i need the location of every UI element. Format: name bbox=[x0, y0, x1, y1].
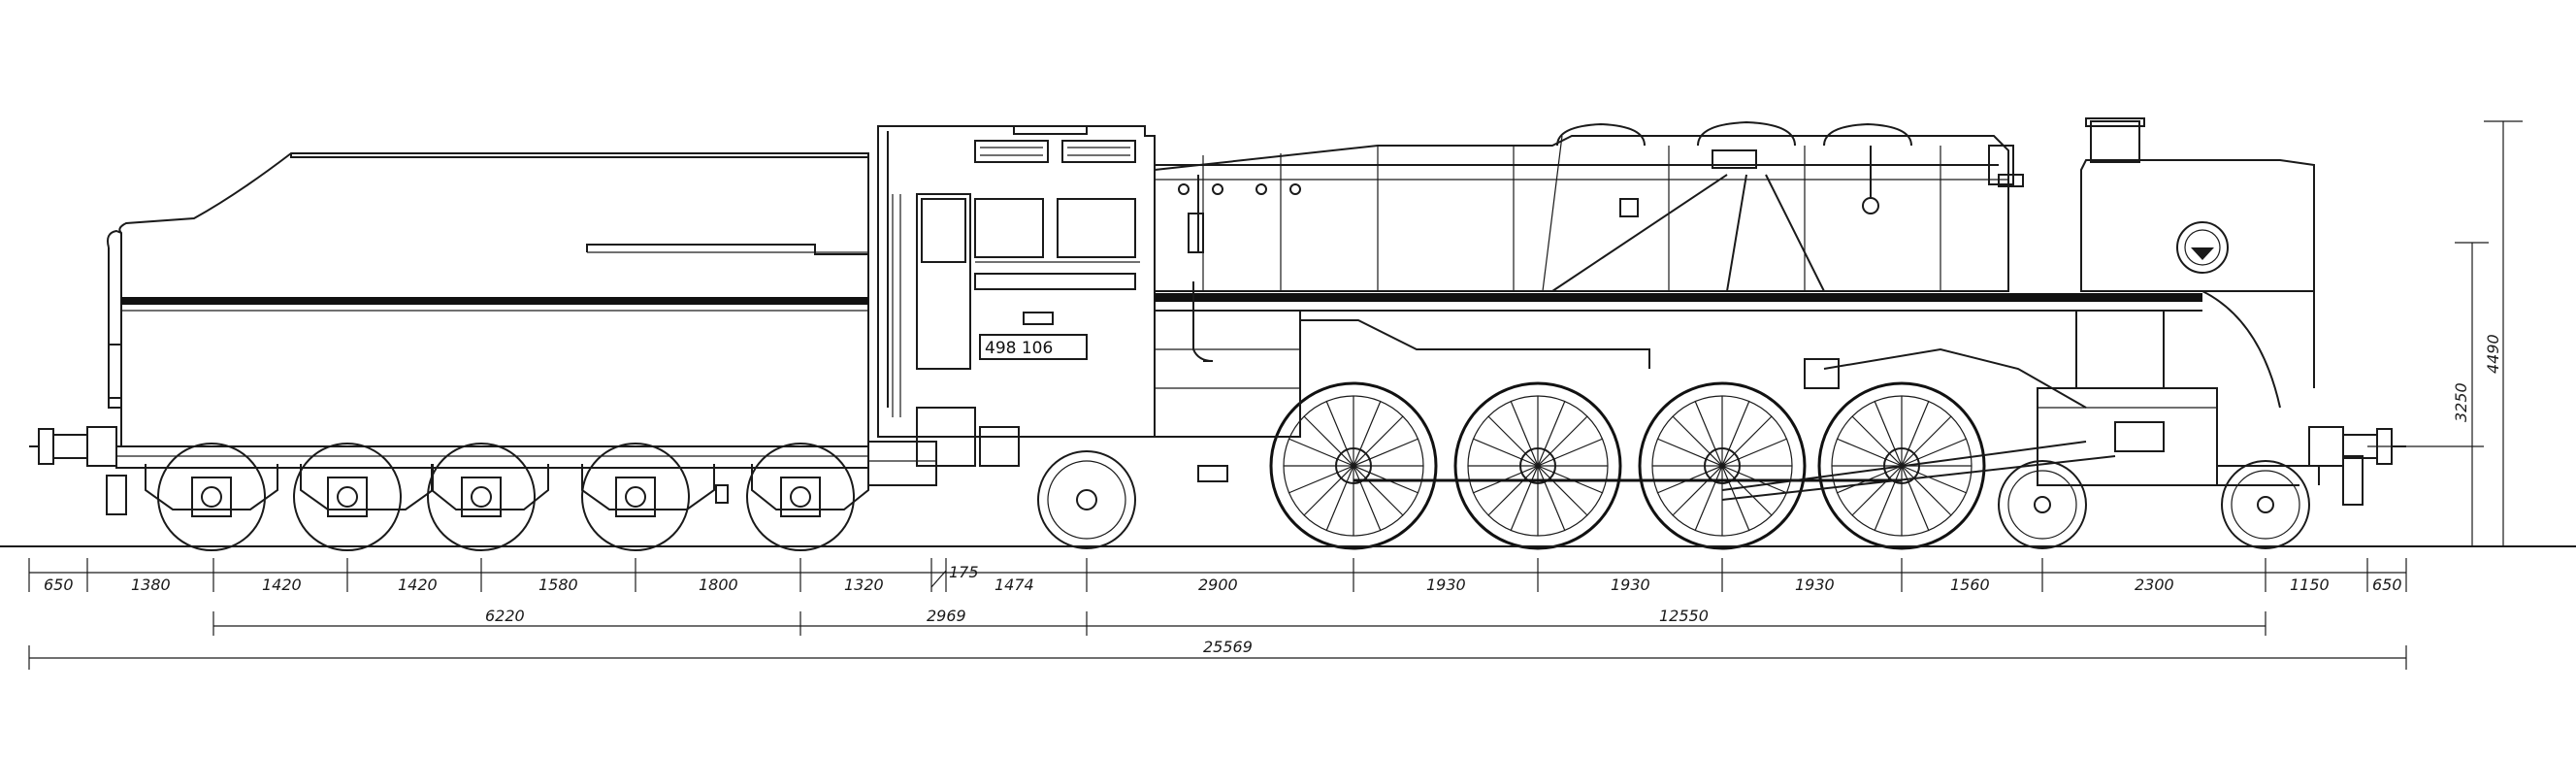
dim-1380: 1380 bbox=[131, 576, 171, 594]
running-gear bbox=[1037, 310, 2406, 550]
dim-1930-c: 1930 bbox=[1795, 576, 1835, 594]
dim-1800: 1800 bbox=[699, 576, 738, 594]
boiler bbox=[1154, 117, 2315, 409]
dim-1474: 1474 bbox=[995, 576, 1034, 594]
trailing-wheel bbox=[1037, 450, 1136, 549]
tender-bogie-1 bbox=[145, 443, 278, 551]
dim-1930-b: 1930 bbox=[1611, 576, 1650, 594]
skoda-emblem bbox=[2176, 221, 2229, 274]
dim-1580-a: 1580 bbox=[538, 576, 578, 594]
tender-bogie-2 bbox=[293, 443, 434, 551]
dim-1560: 1560 bbox=[1950, 576, 1990, 594]
dim-2300: 2300 bbox=[2135, 576, 2174, 594]
tender-bogie-5 bbox=[746, 443, 869, 551]
cab: 498 106 bbox=[877, 125, 1156, 467]
tender bbox=[29, 152, 937, 551]
driving-wheel-1 bbox=[1269, 381, 1438, 550]
dimension-lines: 650 1380 1420 1420 1580 1800 1320 1474 2… bbox=[0, 120, 2576, 670]
dim-1150: 1150 bbox=[2290, 576, 2330, 594]
dim-175: 175 bbox=[949, 563, 979, 581]
dim-1420-b: 1420 bbox=[398, 576, 438, 594]
tender-bogie-4 bbox=[581, 443, 715, 551]
leading-bogie-wheels bbox=[1998, 460, 2310, 549]
dim-2900: 2900 bbox=[1198, 576, 1238, 594]
dim-height-3250: 3250 bbox=[2452, 382, 2470, 422]
dim-650-front: 650 bbox=[2372, 576, 2402, 594]
dim-650-rear: 650 bbox=[44, 576, 74, 594]
number-plate-text: 498 106 bbox=[985, 339, 1053, 358]
dim-1420-a: 1420 bbox=[262, 576, 302, 594]
dim-overall-25569: 25569 bbox=[1203, 638, 1253, 656]
driving-wheel-2 bbox=[1453, 381, 1622, 550]
dim-1930-a: 1930 bbox=[1426, 576, 1466, 594]
dim-12550: 12550 bbox=[1659, 607, 1709, 625]
dim-1320: 1320 bbox=[844, 576, 884, 594]
tender-bogie-3 bbox=[427, 443, 549, 551]
dim-6220: 6220 bbox=[485, 607, 525, 625]
number-plate bbox=[979, 334, 1088, 360]
dim-2969: 2969 bbox=[927, 607, 966, 625]
driving-wheel-3 bbox=[1638, 381, 1807, 550]
dim-height-4490: 4490 bbox=[2484, 334, 2502, 374]
